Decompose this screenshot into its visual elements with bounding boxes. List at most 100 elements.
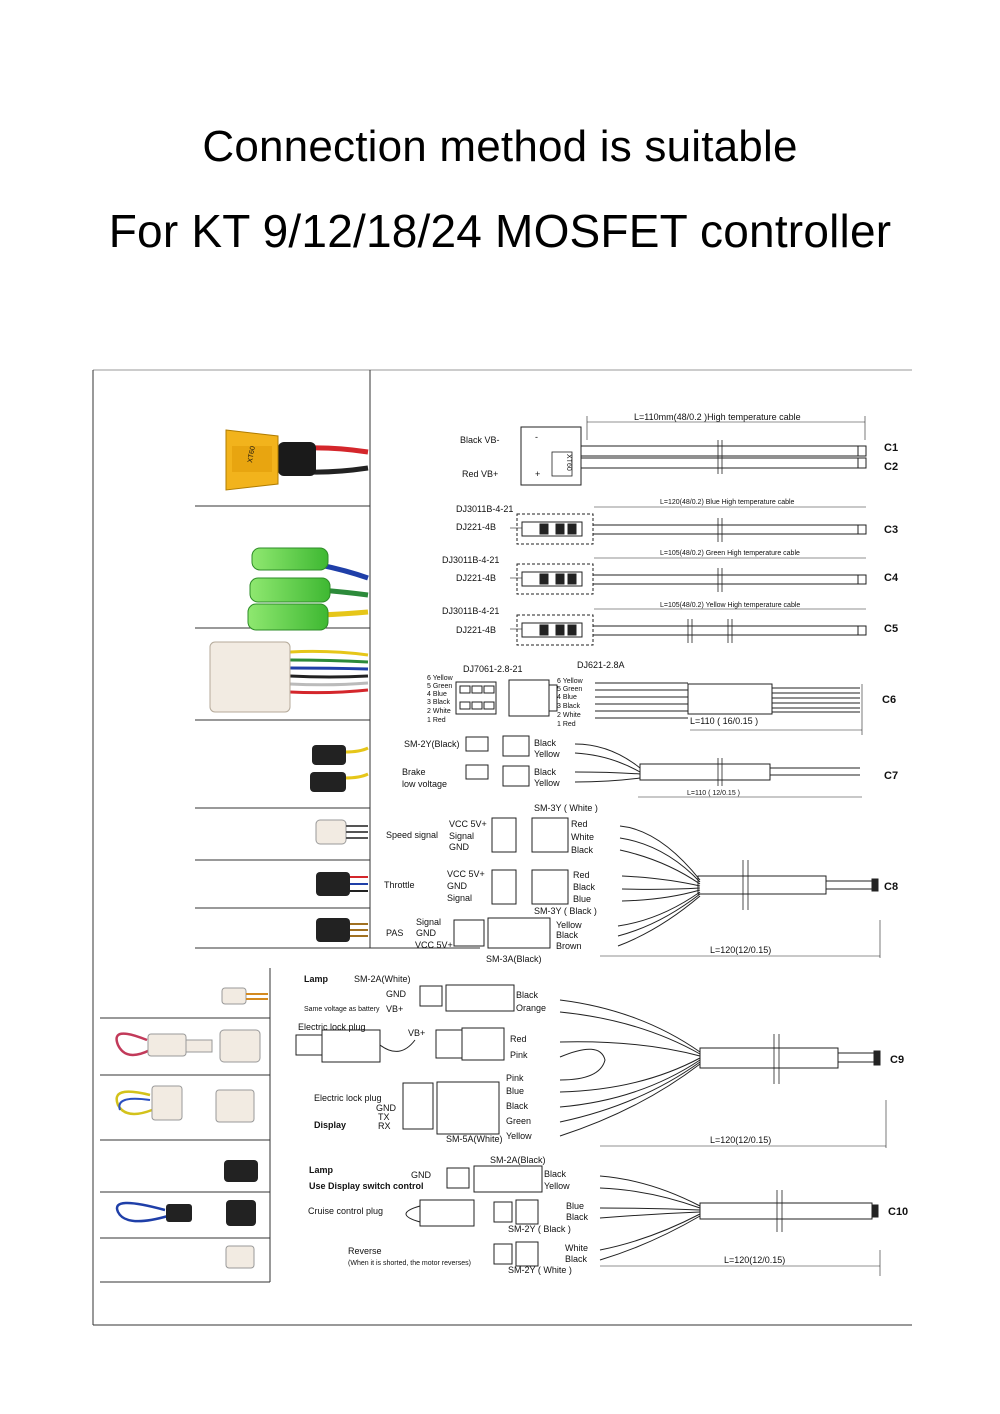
hall-left-part: DJ7061-2.8-21 (463, 664, 523, 674)
speed-wire: Black (571, 845, 594, 855)
title-line-2: For KT 9/12/18/24 MOSFET controller (108, 205, 892, 257)
c10-lamp-wire: Yellow (544, 1181, 570, 1191)
c3-cable-label: L=120(48/0.2) Blue High temperature cabl… (660, 499, 795, 506)
pas-connector-type: SM-3A(Black) (486, 954, 542, 964)
speed-pin: GND (449, 842, 470, 852)
phase-cable-c4 (510, 557, 867, 595)
svg-text:5 Green: 5 Green (427, 683, 452, 690)
c10-reverse-note: (When it is shorted, the motor reverses) (348, 1260, 471, 1267)
phase-cable-c3 (510, 506, 867, 545)
c4-top-part: DJ3011B-4-21 (442, 555, 499, 565)
c9-lamp-vb: VB+ (386, 1004, 403, 1014)
connector-c5: C5 (884, 623, 898, 635)
pas-wire: Black (556, 930, 579, 940)
phase-cable-c5 (510, 608, 867, 646)
brake-label: Brake (402, 767, 426, 777)
c9-lamp-wire: Orange (516, 1003, 546, 1013)
c10-cruise-label: Cruise control plug (308, 1206, 383, 1216)
c10-lamp-wire: Black (544, 1169, 567, 1179)
pas-pin: Signal (416, 917, 441, 927)
connector-c2: C2 (884, 461, 898, 473)
speed-pin: VCC 5V+ (449, 819, 487, 829)
svg-text:1 Red: 1 Red (427, 717, 446, 724)
brake-plugs-photo (310, 745, 369, 792)
c5-top-part: DJ3011B-4-21 (442, 606, 499, 616)
c10-length: L=120(12/0.15) (724, 1255, 785, 1265)
speed-wire: Red (571, 819, 588, 829)
svg-text:3 Black: 3 Black (427, 699, 450, 706)
c9-lock-wire: Pink (510, 1050, 528, 1060)
c9-lamp-label: Lamp (304, 974, 329, 984)
c3-mid-part: DJ221-4B (456, 522, 496, 532)
throttle-wire: Red (573, 870, 590, 880)
c10-reverse-wire: White (565, 1243, 588, 1253)
pas-wire: Yellow (556, 920, 582, 930)
connector-c7: C7 (884, 770, 898, 782)
c10-lamp-note: Use Display switch control (309, 1181, 424, 1191)
connector-c9: C9 (890, 1054, 904, 1066)
c4-cable-label: L=105(48/0.2) Green High temperature cab… (660, 550, 800, 557)
throttle-pin: VCC 5V+ (447, 869, 485, 879)
hall-cable-diagram (455, 679, 863, 735)
pas-label: PAS (386, 928, 403, 938)
c9-lamp-wire: Black (516, 990, 539, 1000)
svg-text:1 Red: 1 Red (557, 721, 576, 728)
c9-lock-wire: Red (510, 1034, 527, 1044)
c9-lamp-note: Same voltage as battery (304, 1006, 380, 1013)
svg-text:2 White: 2 White (427, 708, 451, 715)
throttle-wire: Black (573, 882, 596, 892)
c8-cable-diagram (453, 817, 881, 958)
pas-plug-photo (316, 918, 368, 942)
c9-display-wire: Pink (506, 1073, 524, 1083)
hall-right-part: DJ621-2.8A (577, 660, 625, 670)
c10-lamp-connector: SM-2A(Black) (490, 1155, 546, 1165)
svg-text:6 Yellow: 6 Yellow (427, 675, 454, 682)
c9-display-pin: GND (376, 1103, 397, 1113)
throttle-plug-photo (316, 872, 368, 896)
throttle-pin: Signal (447, 893, 472, 903)
c9-display-wire: Blue (506, 1086, 524, 1096)
title-line-1: Connection method is suitable (202, 122, 798, 171)
c10-lamp-gnd: GND (411, 1170, 432, 1180)
brake-wire: Yellow (534, 778, 560, 788)
speed-connector-type: SM-3Y ( White ) (534, 803, 598, 813)
c5-cable-label: L=105(48/0.2) Yellow High temperature ca… (660, 602, 800, 609)
connector-c4: C4 (884, 572, 899, 584)
power-cable-label: L=110mm(48/0.2 )High temperature cable (634, 412, 801, 422)
svg-text:3 Black: 3 Black (557, 703, 580, 710)
power-black-label: Black VB- (460, 435, 500, 445)
connector-c6: C6 (882, 694, 896, 706)
brake-length: L=110 ( 12/0.15 ) (687, 790, 740, 797)
c10-cruise-wire: Blue (566, 1201, 584, 1211)
c9-cable-diagram (295, 984, 887, 1148)
connector-c8: C8 (884, 881, 898, 893)
xt60-photo: XT60 (225, 429, 369, 491)
c8-length: L=120(12/0.15) (710, 945, 771, 955)
connector-c10: C10 (888, 1206, 908, 1218)
c3-top-part: DJ3011B-4-21 (456, 504, 513, 514)
c10-cable-diagram (405, 1165, 881, 1276)
c9-display-pin: RX (378, 1121, 391, 1131)
svg-text:4 Blue: 4 Blue (557, 694, 577, 701)
pas-wire: Brown (556, 941, 582, 951)
pas-pin: VCC 5V+ (415, 940, 453, 950)
c9-length: L=120(12/0.15) (710, 1135, 771, 1145)
throttle-label: Throttle (384, 880, 415, 890)
brake-wire: Black (534, 767, 557, 777)
c9-lamp-gnd: GND (386, 989, 407, 999)
c9-c10-photos (115, 987, 268, 1269)
throttle-connector-type: SM-3Y ( Black ) (534, 906, 597, 916)
hall-pin-list-right: 6 Yellow 5 Green 4 Blue 3 Black 2 White … (557, 678, 584, 728)
svg-text:5 Green: 5 Green (557, 686, 582, 693)
phase-connectors-photo (247, 547, 369, 631)
c9-display-wire: Green (506, 1116, 531, 1126)
svg-text:2 White: 2 White (557, 712, 581, 719)
c9-lock-plug-label-2: Electric lock plug (314, 1093, 382, 1103)
c9-display-connector: SM-5A(White) (446, 1134, 503, 1144)
pas-pin: GND (416, 928, 437, 938)
connector-c1: C1 (884, 442, 898, 454)
c10-reverse-connector: SM-2Y ( White ) (508, 1265, 572, 1275)
c9-display-pin: TX (378, 1112, 390, 1122)
c9-display-label: Display (314, 1120, 346, 1130)
c10-cruise-wire: Black (566, 1212, 589, 1222)
